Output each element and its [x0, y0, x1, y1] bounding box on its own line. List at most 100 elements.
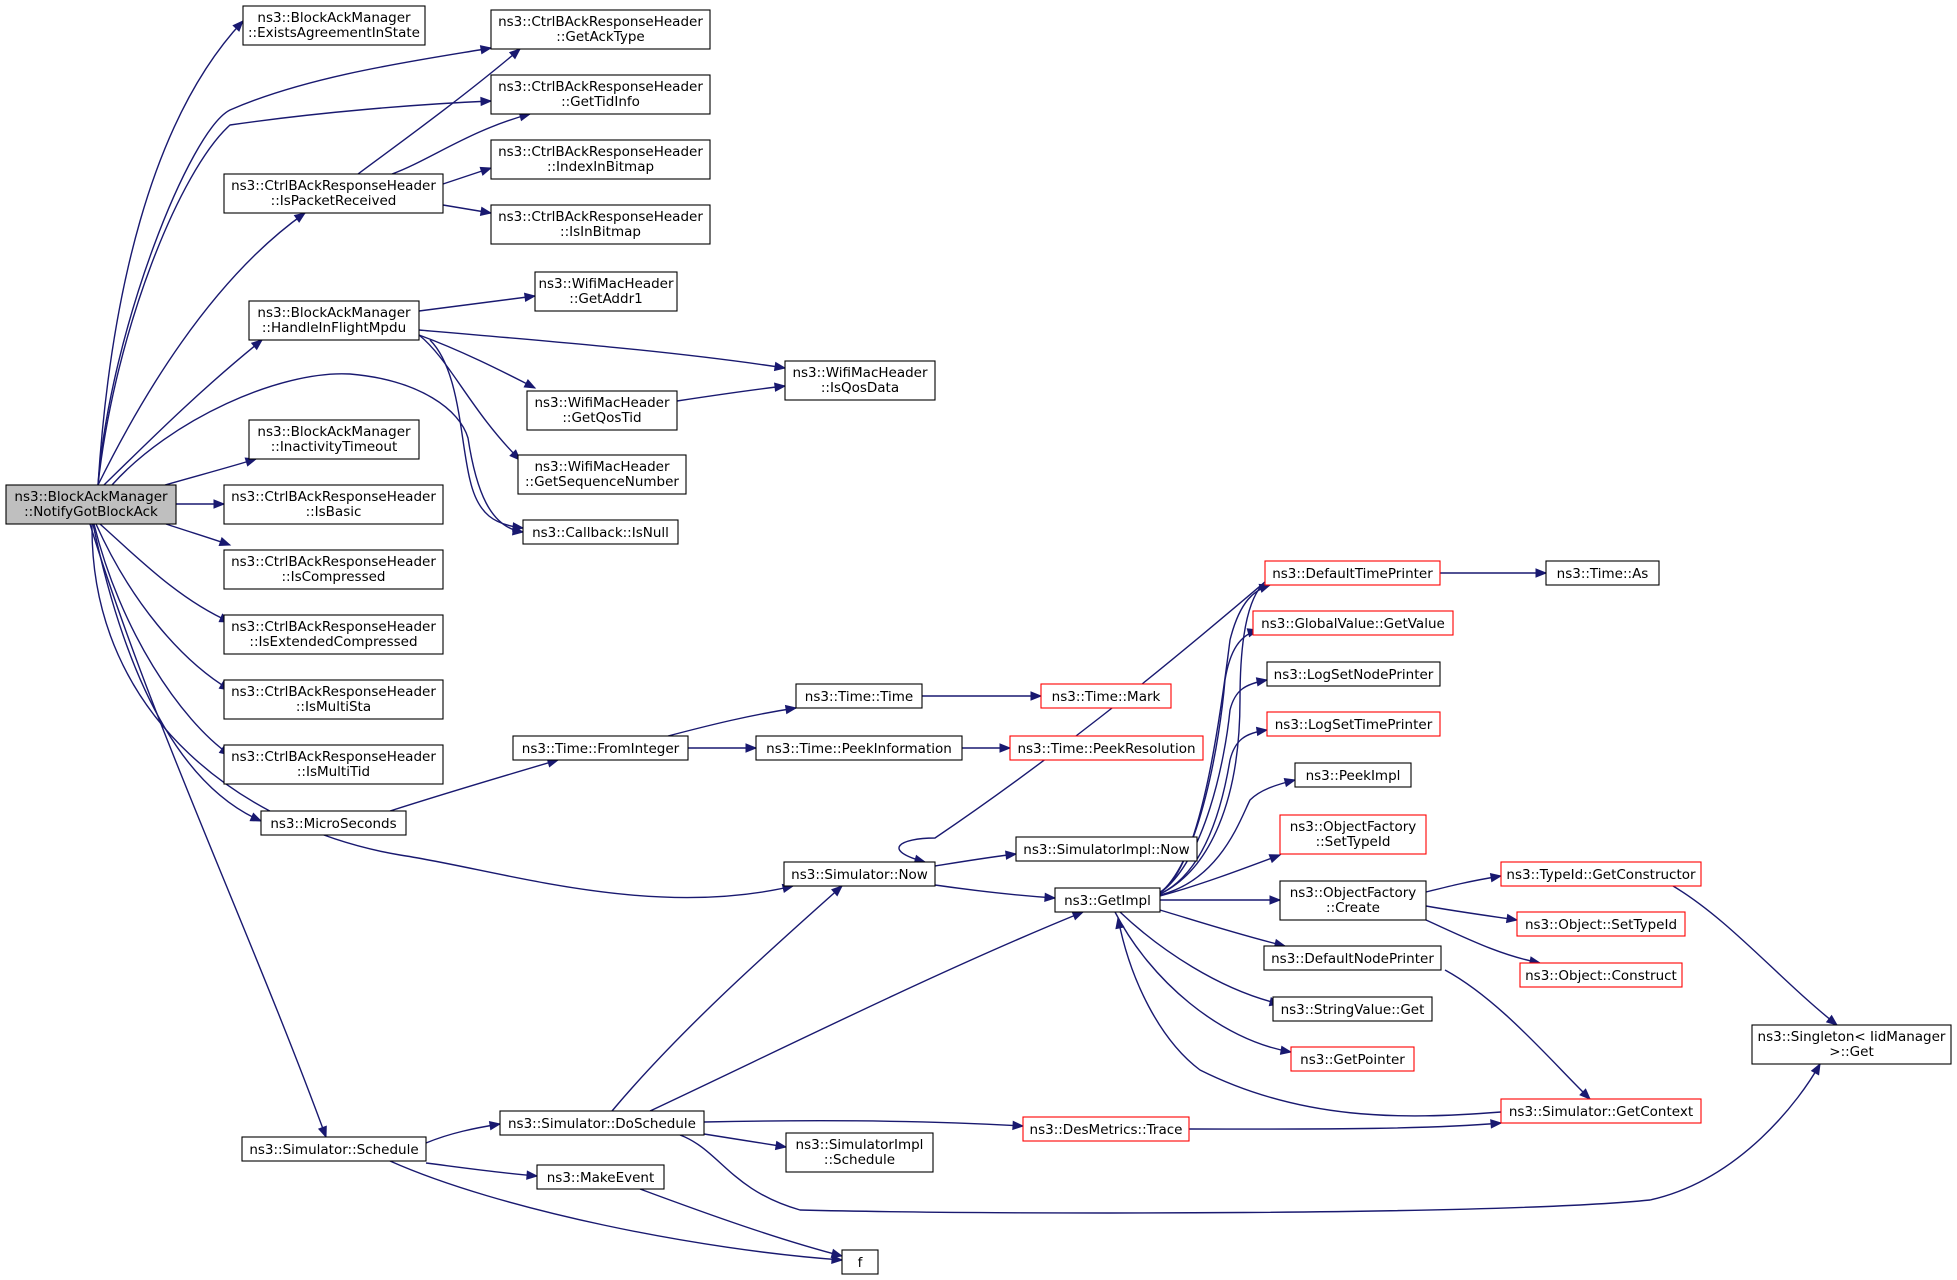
edge-peekinfo-to-peekres — [962, 743, 1012, 753]
node-box — [1290, 1046, 1415, 1072]
node-label-line: ::Schedule — [824, 1152, 895, 1168]
node-defaultnodeprinter[interactable]: ns3::DefaultNodePrinter — [1263, 945, 1442, 971]
edge-doschedule-to-simnow — [611, 885, 844, 1112]
node-ofsettypeid[interactable]: ns3::ObjectFactory::SetTypeId — [1279, 814, 1427, 855]
node-ispacketreceived[interactable]: ns3::CtrlBAckResponseHeader::IsPacketRec… — [223, 173, 444, 214]
node-label-line: ns3::Singleton< IidManager — [1758, 1029, 1946, 1045]
edge-arrowhead — [293, 212, 307, 223]
node-ismultitid[interactable]: ns3::CtrlBAckResponseHeader::IsMultiTid — [223, 744, 444, 785]
node-ofcreate[interactable]: ns3::ObjectFactory::Create — [1279, 880, 1427, 921]
node-getaddr1[interactable]: ns3::WifiMacHeader::GetAddr1 — [534, 271, 678, 312]
node-label-line: ns3::CtrlBAckResponseHeader — [231, 178, 436, 194]
node-gettidinfo[interactable]: ns3::CtrlBAckResponseHeader::GetTidInfo — [490, 74, 711, 115]
node-timeas[interactable]: ns3::Time::As — [1545, 560, 1660, 586]
node-box — [1264, 560, 1441, 586]
node-simschedule[interactable]: ns3::Simulator::Schedule — [241, 1136, 427, 1162]
edge-line — [97, 47, 492, 486]
edge-arrowhead — [1012, 1120, 1025, 1131]
node-isqosdata[interactable]: ns3::WifiMacHeader::IsQosData — [784, 360, 936, 401]
node-stringvalueget[interactable]: ns3::StringValue::Get — [1272, 996, 1433, 1022]
node-peekinfo[interactable]: ns3::Time::PeekInformation — [755, 735, 963, 761]
edge-arrowhead — [213, 499, 226, 509]
node-isextcompressed[interactable]: ns3::CtrlBAckResponseHeader::IsExtendedC… — [223, 614, 444, 655]
node-defaulttimeprinter[interactable]: ns3::DefaultTimePrinter — [1264, 560, 1441, 586]
node-getpointer[interactable]: ns3::GetPointer — [1290, 1046, 1415, 1072]
node-getimpl[interactable]: ns3::GetImpl — [1054, 887, 1161, 913]
edge-line — [418, 295, 536, 312]
edge-arrowhead — [526, 1170, 539, 1180]
node-label-line: ns3::CtrlBAckResponseHeader — [231, 749, 436, 765]
edge-notify-to-isbasic — [176, 499, 226, 509]
edge-handleinflight-to-getseqnum — [418, 334, 521, 461]
node-fromint[interactable]: ns3::Time::FromInteger — [512, 735, 689, 761]
node-label-line: ::IsQosData — [821, 380, 899, 396]
edge-fromint-to-peekinfo — [688, 743, 758, 753]
node-box — [1266, 661, 1441, 687]
node-logsetnode[interactable]: ns3::LogSetNodePrinter — [1266, 661, 1441, 687]
edge-notify-to-ispacketreceived — [97, 212, 307, 486]
node-box — [242, 5, 426, 46]
node-objsettypeid[interactable]: ns3::Object::SetTypeId — [1516, 911, 1686, 937]
node-microseconds[interactable]: ns3::MicroSeconds — [260, 810, 407, 836]
node-getqostid[interactable]: ns3::WifiMacHeader::GetQosTid — [526, 390, 678, 431]
node-label-line: ::IsCompressed — [281, 569, 385, 585]
node-getacktype[interactable]: ns3::CtrlBAckResponseHeader::GetAckType — [490, 9, 711, 50]
node-isbasic[interactable]: ns3::CtrlBAckResponseHeader::IsBasic — [223, 484, 444, 525]
edge-arrowhead — [523, 378, 537, 389]
node-label-line: ns3::Time::Time — [805, 689, 913, 705]
node-logsettime[interactable]: ns3::LogSetTimePrinter — [1266, 711, 1441, 737]
node-timemark[interactable]: ns3::Time::Mark — [1040, 683, 1172, 709]
node-callbackisnull[interactable]: ns3::Callback::IsNull — [522, 519, 679, 545]
node-f[interactable]: f — [841, 1249, 879, 1275]
node-desmetrics[interactable]: ns3::DesMetrics::Trace — [1022, 1116, 1190, 1142]
edge-line — [703, 1120, 1024, 1127]
node-getconstructor[interactable]: ns3::TypeId::GetConstructor — [1500, 861, 1702, 887]
node-simnow[interactable]: ns3::Simulator::Now — [783, 861, 936, 887]
node-box — [1054, 887, 1161, 913]
node-label-line: ns3::CtrlBAckResponseHeader — [231, 489, 436, 505]
edge-fromint-to-timetime — [667, 704, 798, 737]
edge-arrowhead — [232, 20, 244, 32]
node-iscompressed[interactable]: ns3::CtrlBAckResponseHeader::IsCompresse… — [223, 549, 444, 590]
node-box — [1252, 610, 1454, 636]
edge-line — [418, 334, 536, 389]
node-box — [260, 810, 407, 836]
node-label-line: ns3::Time::PeekInformation — [766, 741, 952, 757]
node-peekimpl[interactable]: ns3::PeekImpl — [1294, 762, 1412, 788]
edge-line — [418, 334, 521, 461]
node-singleton[interactable]: ns3::Singleton< IidManager >::Get — [1751, 1024, 1952, 1065]
node-isinbitmap[interactable]: ns3::CtrlBAckResponseHeader::IsInBitmap — [490, 204, 711, 245]
node-simimplschedule[interactable]: ns3::SimulatorImpl::Schedule — [785, 1132, 934, 1173]
edge-arrowhead — [1490, 1119, 1503, 1129]
edge-simnow-to-simimplnow — [934, 850, 1018, 867]
node-label-line: ::IsMultiSta — [296, 699, 371, 715]
node-peekres[interactable]: ns3::Time::PeekResolution — [1009, 735, 1204, 761]
node-globalvalue[interactable]: ns3::GlobalValue::GetValue — [1252, 610, 1454, 636]
node-indexinbitmap[interactable]: ns3::CtrlBAckResponseHeader::IndexInBitm… — [490, 139, 711, 180]
node-getseqnum[interactable]: ns3::WifiMacHeader::GetSequenceNumber — [517, 454, 687, 495]
edge-line — [89, 523, 327, 1138]
edge-line — [1159, 909, 1286, 947]
node-box — [1500, 1098, 1702, 1124]
node-box — [223, 549, 444, 590]
node-timetime[interactable]: ns3::Time::Time — [795, 683, 923, 709]
edge-line — [1159, 854, 1281, 897]
node-label-line: ns3::WifiMacHeader — [534, 395, 670, 411]
node-notify[interactable]: ns3::BlockAckManager::NotifyGotBlockAck — [5, 484, 177, 525]
node-exists[interactable]: ns3::BlockAckManager::ExistsAgreementInS… — [242, 5, 426, 46]
node-simgetcontext[interactable]: ns3::Simulator::GetContext — [1500, 1098, 1702, 1124]
node-label-line: ns3::CtrlBAckResponseHeader — [231, 554, 436, 570]
node-objconstruct[interactable]: ns3::Object::Construct — [1519, 962, 1683, 988]
node-makeevent[interactable]: ns3::MakeEvent — [536, 1164, 665, 1190]
node-doschedule[interactable]: ns3::Simulator::DoSchedule — [499, 1110, 705, 1136]
node-simimplnow[interactable]: ns3::SimulatorImpl::Now — [1015, 836, 1198, 862]
edge-arrowhead — [1268, 854, 1282, 864]
node-ismultista[interactable]: ns3::CtrlBAckResponseHeader::IsMultiSta — [223, 679, 444, 720]
node-label-line: ::SetTypeId — [1316, 834, 1391, 850]
node-handleinflight[interactable]: ns3::BlockAckManager::HandleInFlightMpdu — [248, 300, 420, 341]
edge-line — [418, 329, 786, 369]
edge-line — [1188, 1122, 1502, 1130]
node-inactivity[interactable]: ns3::BlockAckManager::InactivityTimeout — [248, 419, 420, 460]
node-label-line: ns3::GetPointer — [1300, 1052, 1405, 1068]
edge-arrowhead — [1255, 726, 1269, 737]
